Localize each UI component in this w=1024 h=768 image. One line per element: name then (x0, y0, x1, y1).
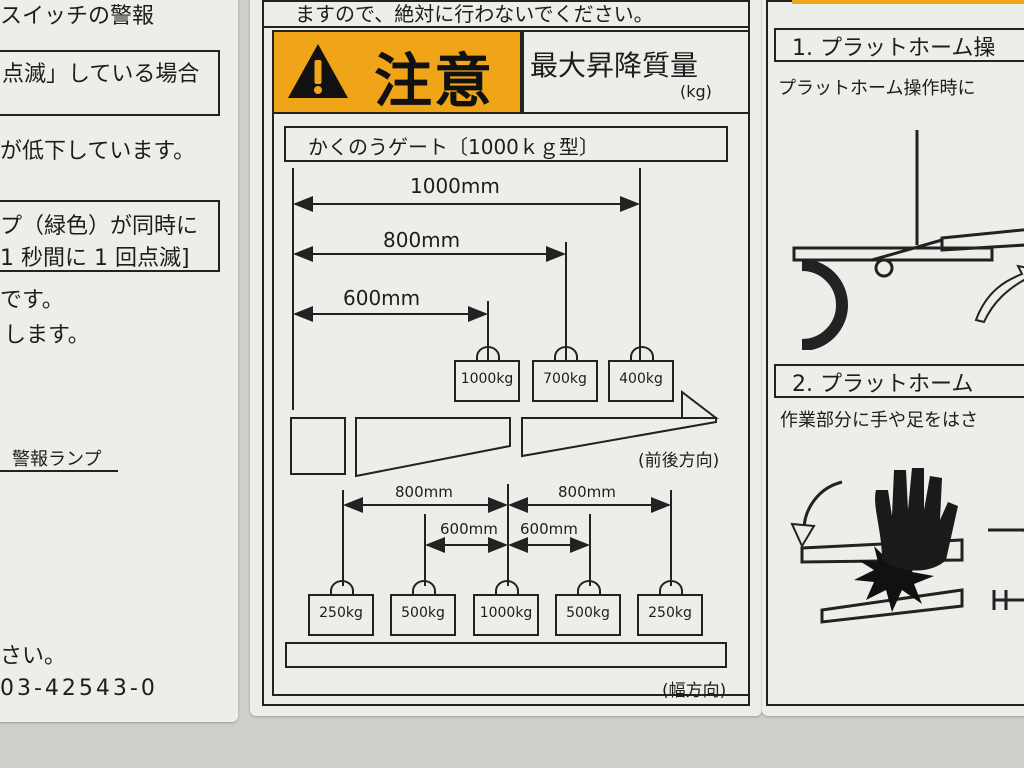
weight-label: 1000kg (460, 371, 514, 387)
weight-box (473, 594, 539, 636)
section2-title-box (774, 364, 1024, 398)
top-divider (262, 26, 748, 28)
front-dim-800: 800mm (383, 228, 461, 252)
left-line-desu: です。 (0, 288, 64, 313)
weight-box (454, 360, 520, 402)
weight-label: 250kg (319, 605, 363, 621)
weight-label: 400kg (619, 371, 663, 387)
hand-pinch-warning-illustration (790, 468, 1024, 624)
platform-segment-1 (355, 417, 511, 478)
section1-title: 1. プラットホーム操 (792, 36, 996, 61)
lamp-leader-line (0, 470, 118, 472)
weight-700kg: 700kg (532, 346, 598, 402)
weight-hook (330, 580, 354, 602)
weight-box (608, 360, 674, 402)
left-top-line: スイッチの警報 (0, 4, 155, 29)
width-dim-800-left: 800mm (395, 483, 453, 501)
tailgate-illustration (792, 130, 1024, 350)
gate-title-box (284, 126, 728, 162)
section2-text: 作業部分に手や足をはさ (780, 410, 978, 431)
maxload-box (520, 30, 750, 114)
unit-label: (kg) (680, 82, 712, 101)
center-sticker: ますので、絶対に行わないでください。 注意 最大昇降質量 (kg) かくのうゲー… (250, 0, 762, 716)
right-sticker: 1. プラットホーム操 プラットホーム操作時に 2. プラットホーム 作業部分に… (762, 0, 1024, 716)
weight-400kg: 400kg (608, 346, 674, 402)
weight-hook (412, 580, 436, 602)
warning-triangle-icon (288, 44, 348, 98)
weight-w-500kg-left: 500kg (390, 580, 456, 636)
gate-title: かくのうゲート〔1000ｋｇ型〕 (308, 135, 599, 159)
platform-segment-2 (521, 417, 717, 458)
weight-1000kg: 1000kg (454, 346, 520, 402)
front-dim-600: 600mm (343, 286, 421, 310)
section1-text: プラットホーム操作時に (778, 78, 976, 99)
load-diagram (285, 168, 727, 668)
width-dim-600-left: 600mm (440, 520, 498, 538)
weight-hook (659, 580, 683, 602)
left-line-shimasu: します。 (4, 323, 90, 348)
weight-hook (630, 346, 654, 368)
caution-header (272, 30, 524, 114)
left-box2-line2: 1 秒間に 1 回点滅] (0, 246, 190, 271)
weight-box (308, 594, 374, 636)
caution-label: 注意 (374, 47, 495, 115)
weight-label: 500kg (401, 605, 445, 621)
weight-label: 1000kg (479, 605, 533, 621)
section1-title-box (774, 28, 1024, 62)
left-line-low: が低下しています。 (0, 139, 196, 164)
left-box1 (0, 50, 220, 116)
front-back-label: (前後方向) (638, 451, 720, 471)
platform-tip (681, 389, 719, 419)
left-box2-line1: プ（緑色）が同時に (0, 214, 199, 239)
weight-hook (495, 580, 519, 602)
part-number: 03-42543-0 (0, 676, 158, 701)
weight-w-500kg-right: 500kg (555, 580, 621, 636)
width-label: (幅方向) (662, 681, 727, 701)
weight-w-250kg-right: 250kg (637, 580, 703, 636)
diagram-frame (272, 114, 750, 696)
weight-label: 700kg (543, 371, 587, 387)
gate-stowed-box (290, 417, 346, 475)
front-dim-1000: 1000mm (410, 174, 500, 198)
left-box1-text: 点滅」している場合 (2, 62, 200, 87)
weight-label: 500kg (566, 605, 610, 621)
weight-label: 250kg (648, 605, 692, 621)
lamp-label: 警報ランプ (12, 449, 102, 470)
left-box2 (0, 200, 220, 272)
weight-w-250kg-left: 250kg (308, 580, 374, 636)
weight-hook (554, 346, 578, 368)
width-platform-bar (285, 642, 727, 668)
weight-w-1000kg: 1000kg (473, 580, 539, 636)
width-dim-600-right: 600mm (520, 520, 578, 538)
weight-box (532, 360, 598, 402)
weight-box (637, 594, 703, 636)
weight-hook (476, 346, 500, 368)
weight-hook (577, 580, 601, 602)
weight-box (390, 594, 456, 636)
section2-title: 2. プラットホーム (792, 372, 974, 397)
weight-box (555, 594, 621, 636)
left-line-sai: さい。 (0, 644, 67, 669)
width-dim-800-right: 800mm (558, 483, 616, 501)
left-sticker: スイッチの警報 点滅」している場合 が低下しています。 プ（緑色）が同時に 1 … (0, 0, 238, 722)
center-top-line: ますので、絶対に行わないでください。 (295, 2, 654, 26)
max-load-label: 最大昇降質量 (530, 49, 699, 82)
right-yellow-strip (792, 0, 1024, 4)
